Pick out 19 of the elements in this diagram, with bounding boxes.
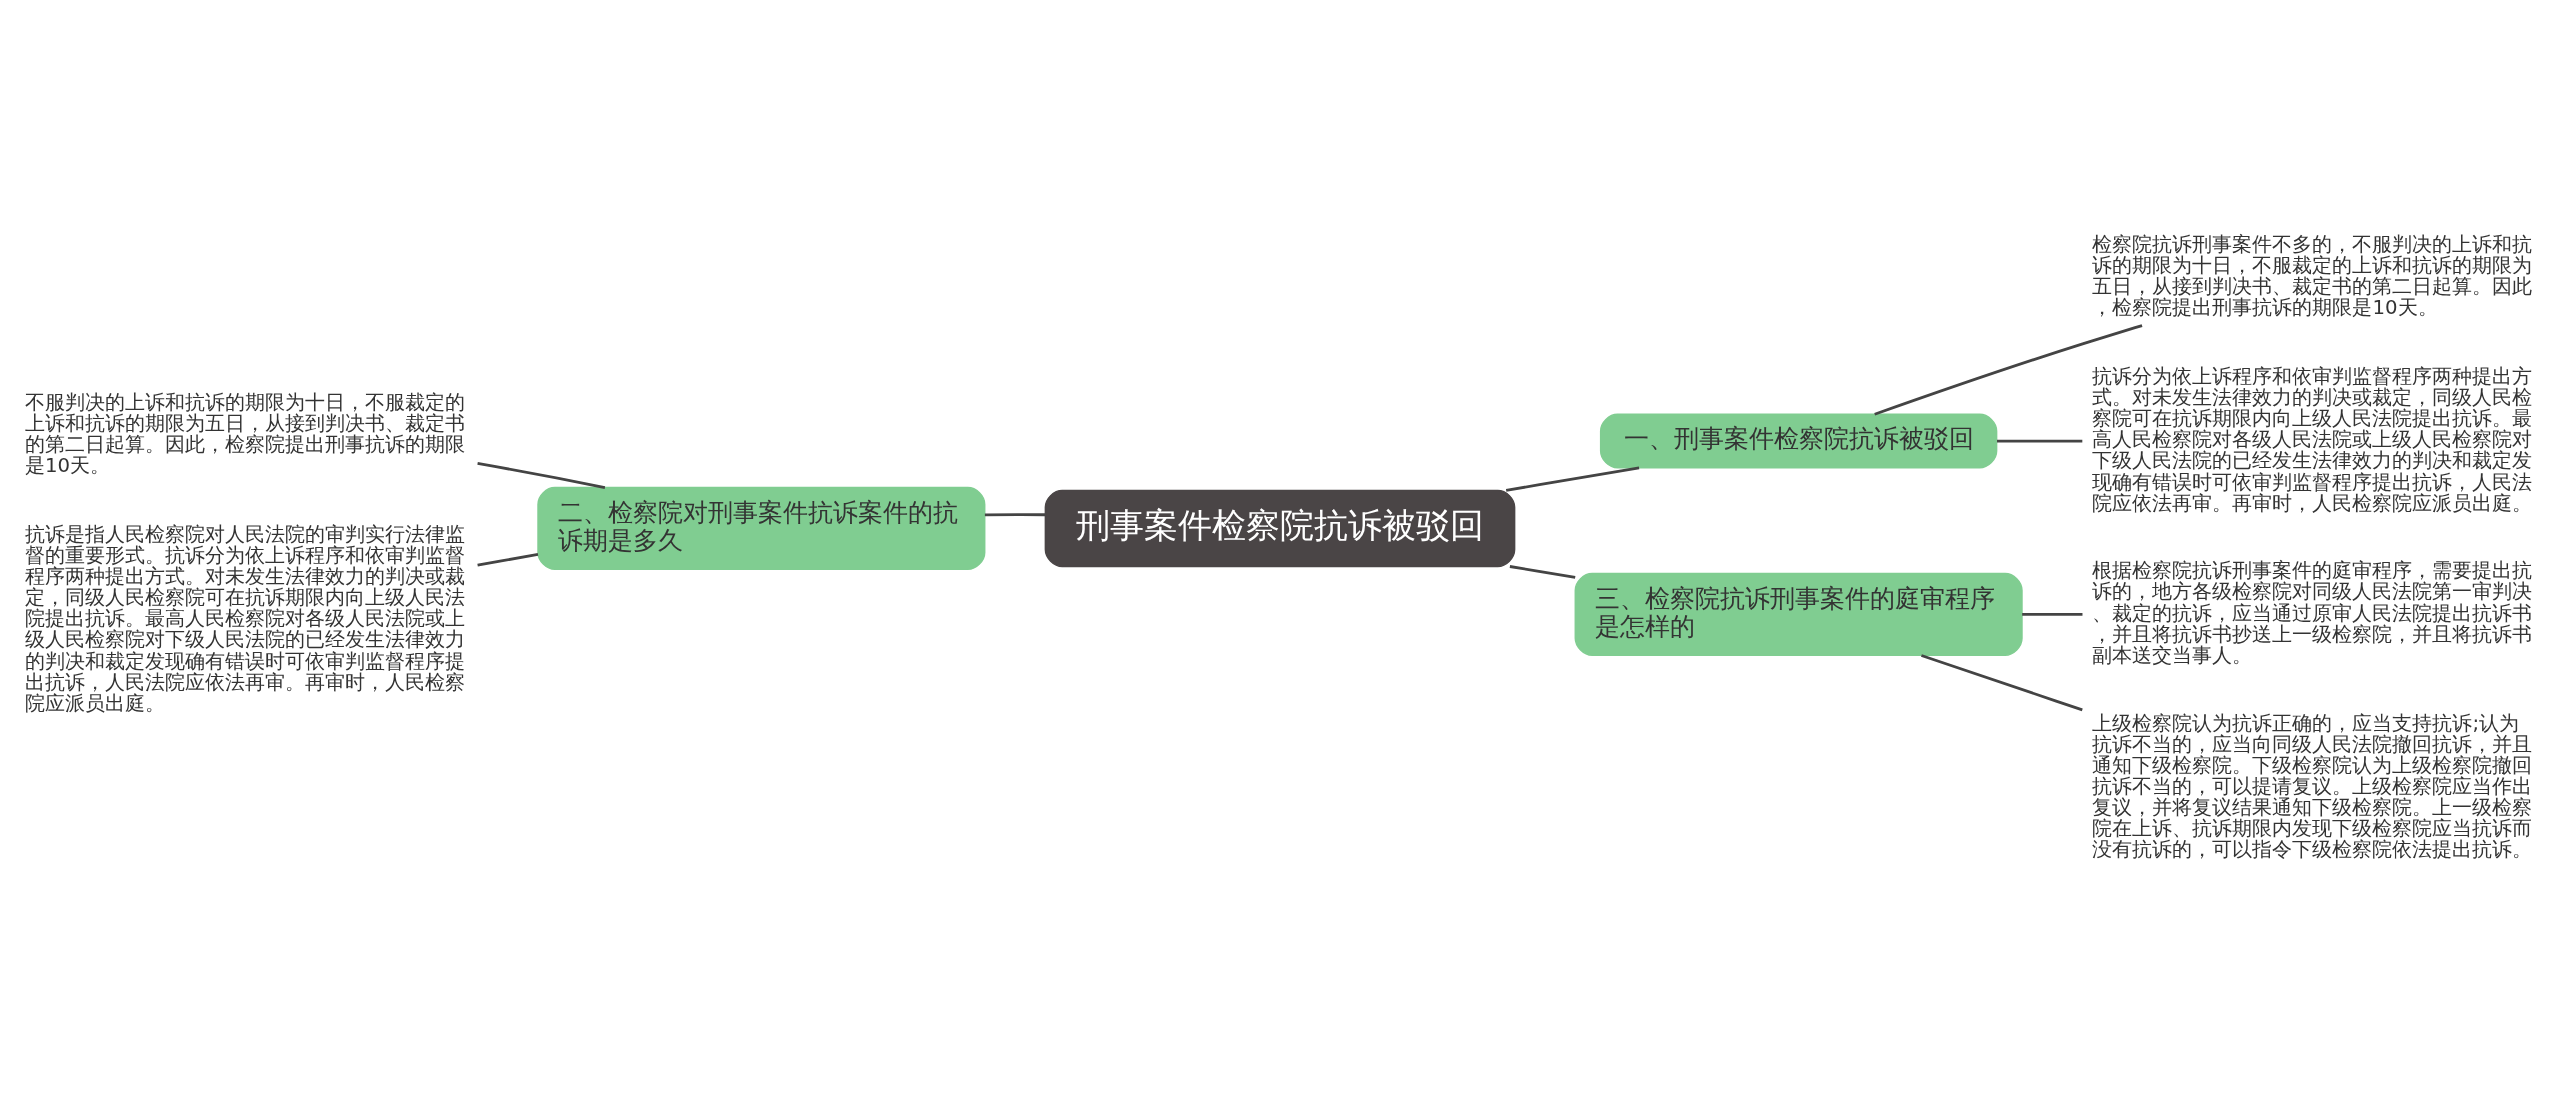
connector <box>984 513 1046 517</box>
node-box: 刑事案件检察院抗诉被驳回 <box>1044 489 1516 568</box>
connector <box>477 462 606 489</box>
node-box: 二、检察院对刑事案件抗诉案件的抗诉期是多久 <box>537 486 986 570</box>
connector <box>1921 654 2083 712</box>
node-box: 一、刑事案件检察院抗诉被驳回 <box>1599 413 1998 469</box>
node-text: 不服判决的上诉和抗诉的期限为十日，不服裁定的上诉和抗诉的期限为五日，从接到判决书、裁定书的第二日起算。因此，检察院提出刑事抗诉的期限是10天。 <box>24 390 465 478</box>
node-text: 抗诉是指人民检察院对人民法院的审判实行法律监督的重要形式。抗诉分为依上诉程序和依审判监督程序两种提出方式。对未发生法律效力的判决或裁定，同级人民检察院可在抗诉期限内向上级人民法院提出抗诉。最高人民检察院对各级人民法院或上级人民检察院对下级人民法院的已经发生法律效力的判决和裁定发现确有错误时可依审判监督程序提出抗诉，人民法院应依法再审。再审时，人民检察院应派员出庭。 <box>24 522 465 715</box>
connector <box>2022 613 2083 616</box>
connector <box>1509 565 1576 579</box>
connector <box>1874 324 2143 416</box>
node-text: 根据检察院抗诉刑事案件的庭审程序，需要提出抗诉的，地方各级检察院对同级人民法院第一审判决、裁定的抗诉，应当通过原审人民法院提出抗诉书，并且将抗诉书抄送上一级检察院，并且将抗诉书副本送交当事人。 <box>2092 559 2533 667</box>
connector <box>1505 466 1640 492</box>
node-text: 抗诉分为依上诉程序和依审判监督程序两种提出方式。对未发生法律效力的判决或裁定，同级人民检察院可在抗诉期限内向上级人民法院提出抗诉。最高人民检察院对各级人民法院或上级人民检察院对下级人民法院的已经发生法律效力的判决和裁定发现确有错误时可依审判监督程序提出抗诉，人民法院应依法再审。再审时，人民检察院应派员出庭。 <box>2092 364 2533 515</box>
connector <box>1997 439 2083 443</box>
node-text: 检察院抗诉刑事案件不多的，不服判决的上诉和抗诉的期限为十日，不服裁定的上诉和抗诉的期限为五日，从接到判决书、裁定书的第二日起算。因此，检察院提出刑事抗诉的期限是10天。 <box>2092 233 2533 320</box>
node-box: 三、检察院抗诉刑事案件的庭审程序是怎样的 <box>1574 572 2023 656</box>
node-text: 上级检察院认为抗诉正确的，应当支持抗诉;认为抗诉不当的，应当向同级人民法院撤回抗诉，并且通知下级检察院。下级检察院认为上级检察院撤回抗诉不当的，可以提请复议。上级检察院应当作出复议，并将复议结果通知下级检察院。上一级检察院在上诉、抗诉期限内发现下级检察院应当抗诉而没有抗诉的，可以指令下级检察院依法提出抗诉。 <box>2092 711 2533 862</box>
connector <box>477 553 539 567</box>
